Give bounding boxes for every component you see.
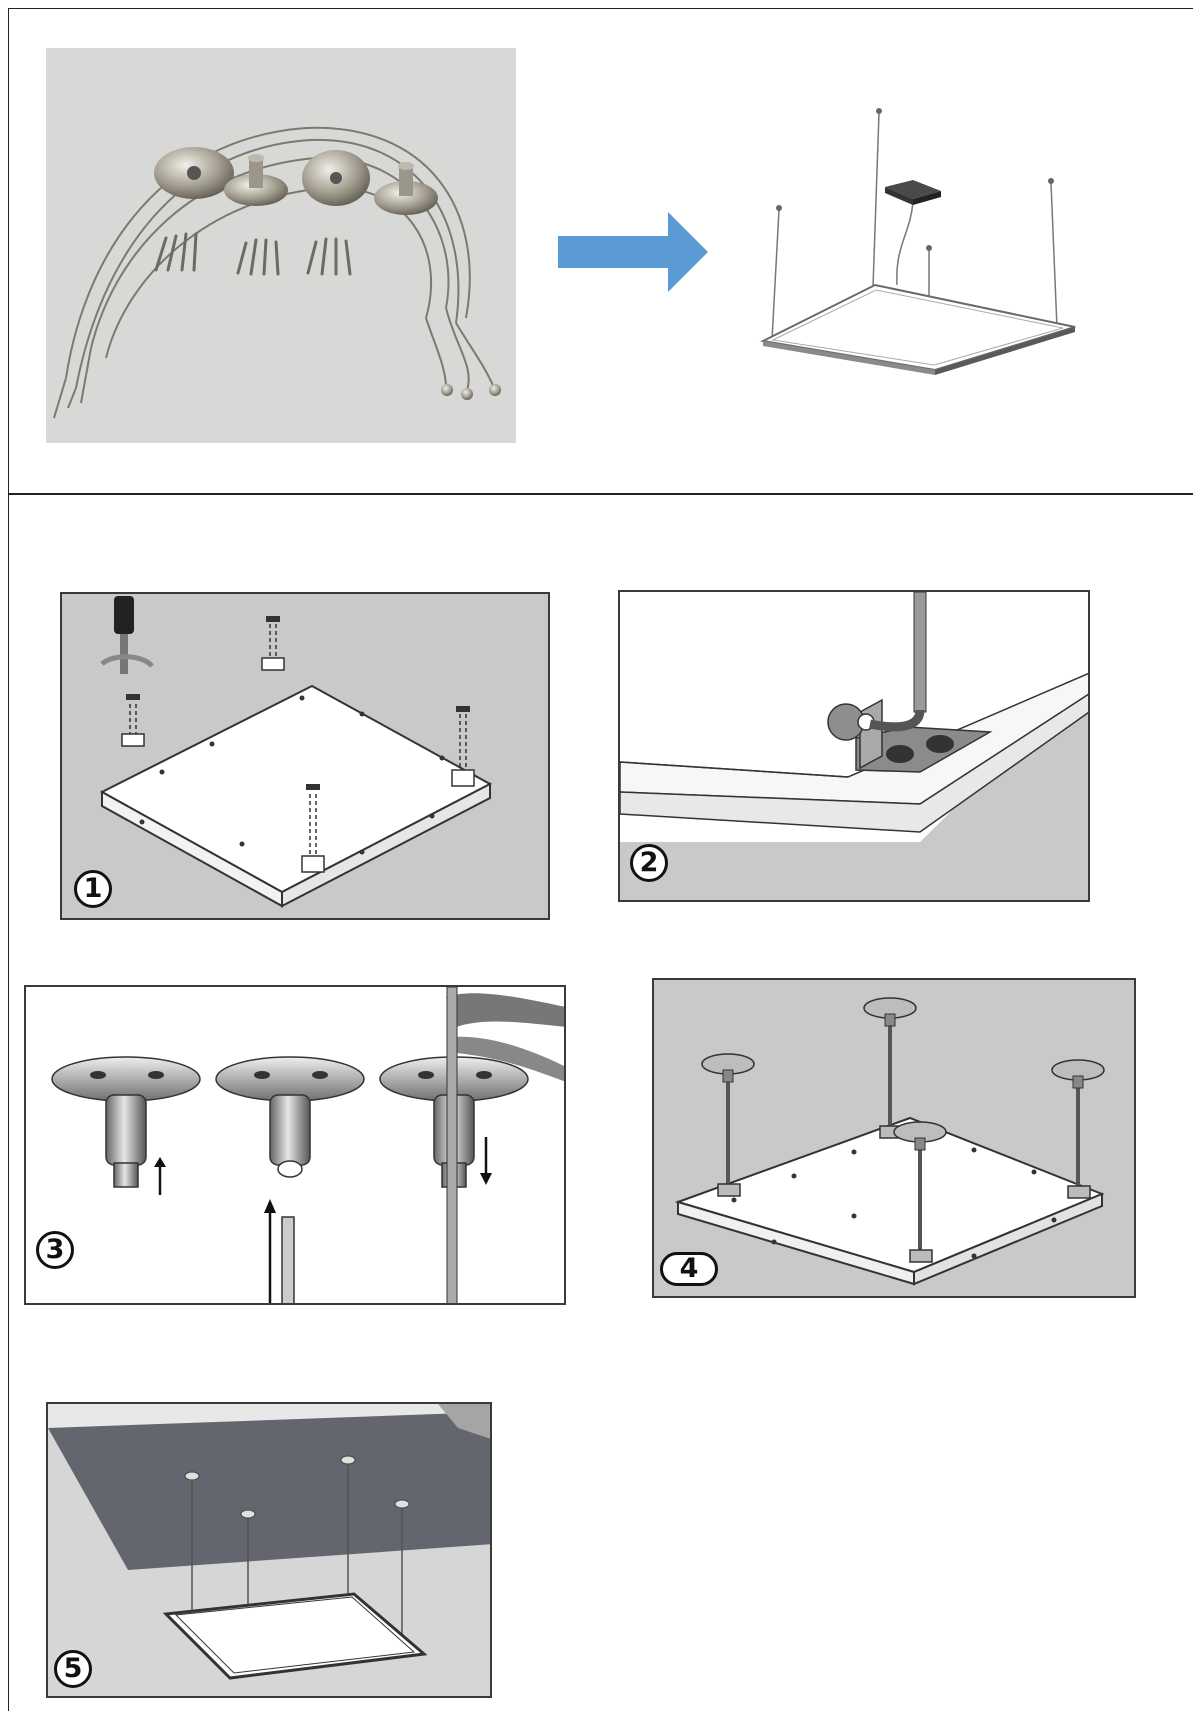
step-4-number: 4 <box>679 1253 699 1284</box>
step-5-number: 5 <box>63 1653 83 1684</box>
step-1-number-badge: 1 <box>74 870 112 908</box>
step-2-panel: 2 <box>618 590 1090 902</box>
top-section-frame <box>8 8 1193 494</box>
kit-photo-illustration <box>46 48 516 443</box>
step-4-illustration <box>674 997 1105 1286</box>
bottom-section-frame <box>8 494 1193 1711</box>
step-2-number-badge: 2 <box>630 844 668 882</box>
step-3-illustration <box>51 987 564 1303</box>
step-1-illustration <box>99 596 493 908</box>
kit-photo <box>46 48 516 443</box>
step-3-number-badge: 3 <box>36 1231 74 1269</box>
step-4-number-badge: 4 <box>660 1252 718 1286</box>
step-5-number-badge: 5 <box>54 1650 92 1688</box>
step-5-illustration <box>48 1404 490 1696</box>
step-1-panel: 1 <box>60 592 550 920</box>
step-1-number: 1 <box>83 873 103 904</box>
right-arrow-icon <box>558 212 708 292</box>
step-2-number: 2 <box>639 847 659 878</box>
step-3-panel: 3 <box>24 985 566 1305</box>
step-3-number: 3 <box>45 1234 65 1265</box>
step-2-illustration <box>620 592 1088 900</box>
step-5-panel: 5 <box>46 1402 492 1698</box>
suspended-panel-illustration <box>759 108 1076 375</box>
step-4-panel: 4 <box>652 978 1136 1298</box>
